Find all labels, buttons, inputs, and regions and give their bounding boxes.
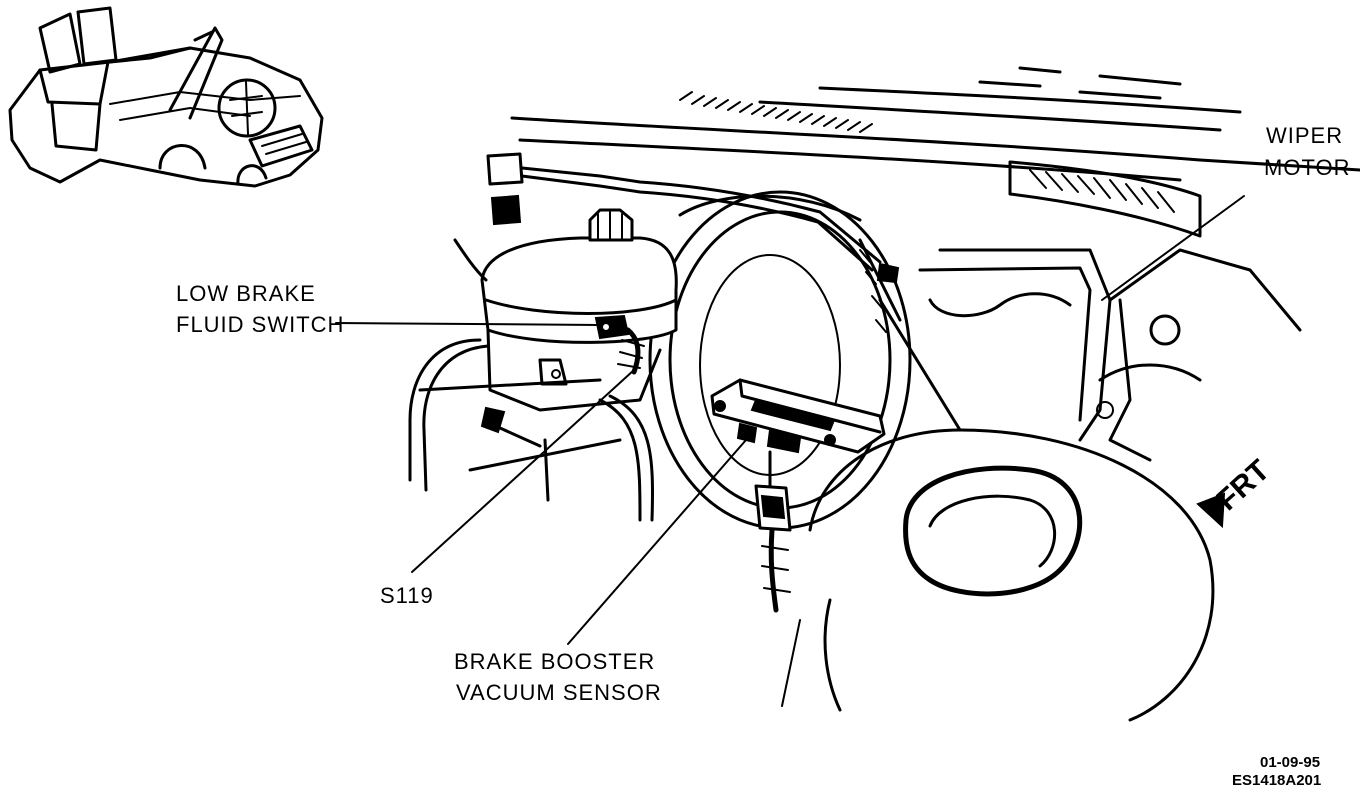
front-direction-arrow-icon: FRT (1196, 454, 1276, 529)
splice-s119-label: S119 (380, 583, 434, 608)
brake-fluid-reservoir (408, 208, 678, 522)
wiper-motor-label-line2: MOTOR (1264, 155, 1350, 180)
wiper-motor-label-line1: WIPER (1266, 123, 1343, 148)
cowl-vent-hatching (679, 91, 873, 133)
booster-sensor-label-line2: VACUUM SENSOR (456, 680, 662, 705)
figure-date: 01-09-95 (1260, 754, 1320, 771)
vacuum-hose-connector (486, 152, 900, 284)
brake-booster-vacuum-sensor (710, 378, 886, 613)
low-brake-label-line1: LOW BRAKE (176, 281, 316, 306)
low-brake-fluid-switch (594, 314, 645, 375)
brake-booster (648, 190, 962, 530)
cowl-panel (510, 66, 1360, 462)
air-cleaner-housing (808, 428, 1215, 722)
booster-sensor-label-line1: BRAKE BOOSTER (454, 649, 655, 674)
figure-code: ES1418A201 (1232, 772, 1321, 789)
leader-lines (335, 195, 1245, 707)
low-brake-label-line2: FLUID SWITCH (176, 312, 344, 337)
vehicle-locator-icon (8, 6, 324, 188)
